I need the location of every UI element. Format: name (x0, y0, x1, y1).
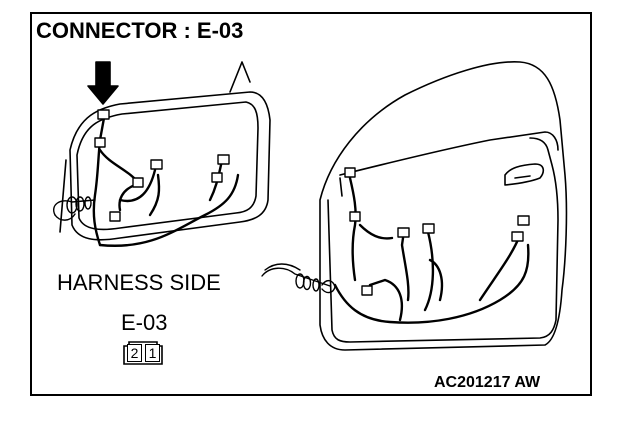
right-door-panel (319, 61, 568, 351)
right-grommet (261, 263, 336, 294)
connector-id: E-03 (121, 310, 168, 335)
pin-2: 2 (127, 344, 142, 362)
left-grommet (53, 196, 96, 221)
diagram-frame (30, 12, 592, 396)
harness-side-label: HARNESS SIDE (57, 270, 221, 295)
left-connectors (94, 109, 230, 222)
location-arrow (87, 61, 119, 105)
right-connectors (344, 167, 530, 296)
connector-title: CONNECTOR : E-03 (36, 18, 244, 43)
figure-code: AC201217 AW (434, 374, 541, 391)
left-harness (92, 116, 240, 247)
right-harness (333, 176, 530, 324)
pin-1: 1 (145, 344, 160, 362)
